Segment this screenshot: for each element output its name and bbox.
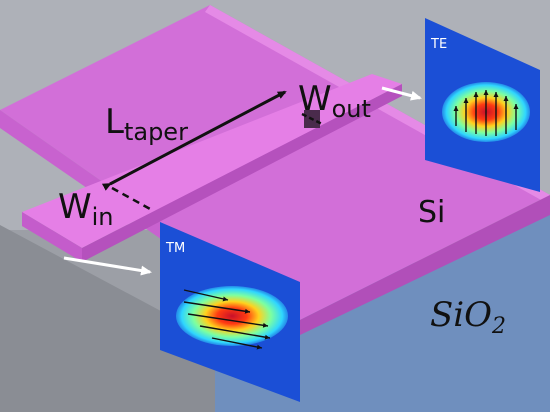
w-out-dash <box>301 112 323 126</box>
tm-pointer-arrow <box>63 256 152 276</box>
w-in-dash <box>111 186 153 212</box>
te-field-arrows <box>453 90 519 136</box>
tm-field-arrows <box>183 289 271 350</box>
si-slab-front-edge <box>300 195 550 335</box>
l-taper-label: Ltaper <box>105 102 188 146</box>
w-in-label: Win <box>58 187 114 231</box>
tm-label: TM <box>165 241 185 256</box>
te-label: TE <box>430 37 447 52</box>
tm-field-intensity <box>176 286 288 346</box>
w-out-label: Wout <box>298 79 371 123</box>
substrate-left-shade <box>0 225 215 412</box>
te-pointer-arrow <box>381 86 422 101</box>
tm-mode-panel: TM <box>160 222 300 402</box>
waveguide-front-face <box>22 212 82 262</box>
te-mode-panel: TE <box>425 18 540 192</box>
taper-length-arrow <box>101 90 287 191</box>
sio2-label: SiO2 <box>430 295 506 339</box>
si-label: Si <box>418 195 445 230</box>
